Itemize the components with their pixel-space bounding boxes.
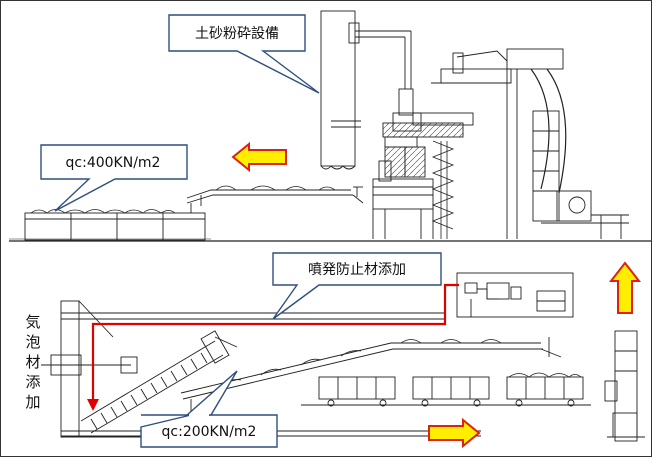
muck-cars <box>318 372 584 407</box>
soil-hopper-top <box>24 209 206 241</box>
conveyor-top <box>186 185 364 213</box>
callout-qc-bottom: qc:200KN/m2 <box>140 370 278 448</box>
flow-arrow-right-bottom <box>428 417 481 449</box>
callout-antiburst: 噴発防止材添加 <box>272 252 442 320</box>
foam-char-4: 添 <box>25 373 40 391</box>
shaft-structure <box>41 300 141 438</box>
qc-bottom-label: qc:200KN/m2 <box>162 424 257 440</box>
foam-char-2: 泡 <box>25 333 40 351</box>
spiral-stair <box>431 140 455 239</box>
flow-arrow-up <box>608 261 642 314</box>
foam-char-1: 気 <box>25 313 40 331</box>
antiburst-additive-unit <box>456 272 574 318</box>
bucket-elevator <box>431 48 629 239</box>
belt-conveyor-bottom <box>180 337 562 411</box>
crusher-label: 土砂粉砕設備 <box>195 26 279 42</box>
rails-bottom <box>61 312 591 437</box>
crusher-chute <box>320 10 412 170</box>
crusher-machine <box>372 88 474 239</box>
qc-top-label: qc:400KN/m2 <box>66 155 161 171</box>
foam-char-3: 材 <box>25 353 40 371</box>
vertical-elevator <box>604 330 645 442</box>
foam-char-5: 加 <box>25 393 40 411</box>
flow-arrow-left-top <box>231 141 287 173</box>
antiburst-feed-line <box>91 283 459 403</box>
callout-qc-top: qc:400KN/m2 <box>40 144 188 212</box>
foam-additive-label: 気 泡 材 添 加 <box>25 313 40 411</box>
screw-conveyor <box>80 330 238 434</box>
antiburst-label: 噴発防止材添加 <box>308 262 406 278</box>
callout-crusher: 土砂粉砕設備 <box>168 14 320 94</box>
